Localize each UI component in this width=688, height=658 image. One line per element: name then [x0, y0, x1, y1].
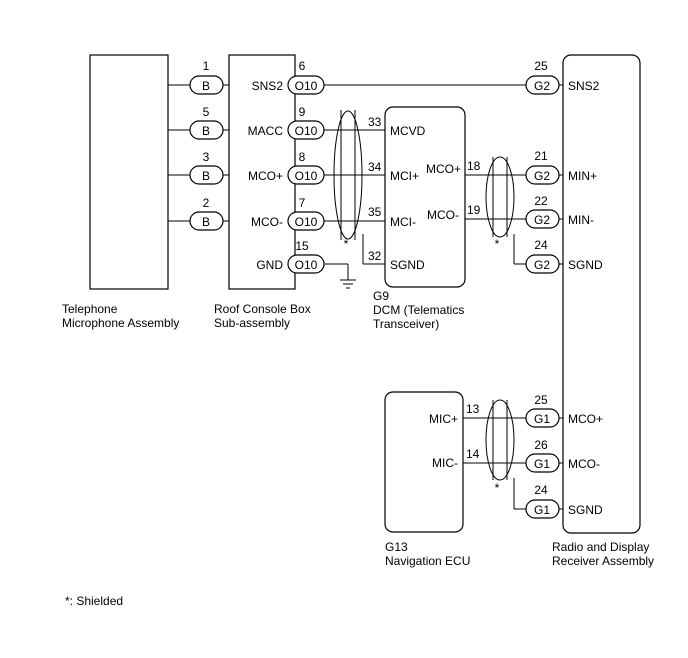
terminal-label: MCI+	[390, 169, 419, 183]
shield-marker: *	[495, 481, 500, 495]
dcm-name: Transceiver)	[373, 317, 439, 331]
telephone-mic-box	[89, 54, 169, 290]
shield-marker: *	[495, 237, 500, 251]
pin-number: 3	[203, 150, 210, 164]
connector-label: O10	[295, 215, 318, 229]
pin-number: 35	[368, 205, 382, 219]
terminal-label: SGND	[568, 258, 603, 272]
terminal-label: SGND	[568, 503, 603, 517]
pin-number: 14	[466, 447, 480, 461]
radio-name: Radio and Display	[552, 540, 649, 554]
terminal-label: GND	[256, 258, 283, 272]
pin-number: 5	[203, 105, 210, 119]
pin-number: 32	[368, 249, 382, 263]
telephone-mic-name: Microphone Assembly	[62, 316, 179, 330]
terminal-label: MIN-	[568, 213, 594, 227]
pin-number: 2	[203, 196, 210, 210]
connector-label: B	[202, 79, 210, 93]
terminal-label: SGND	[390, 258, 425, 272]
terminal-label: MACC	[248, 124, 284, 138]
connector-label: B	[202, 215, 210, 229]
pin-number: 22	[534, 194, 548, 208]
pin-number: 33	[368, 115, 382, 129]
terminal-label: MCO+	[568, 412, 603, 426]
wires	[168, 84, 563, 510]
pin-number: 21	[534, 149, 548, 163]
connector-label: G2	[534, 258, 550, 272]
connector-label: G2	[534, 213, 550, 227]
terminal-label: MCO-	[251, 215, 283, 229]
shield-1	[333, 110, 363, 240]
terminal-label: MCO+	[426, 162, 461, 176]
connector-label: O10	[295, 169, 318, 183]
terminal-label: MIC-	[432, 456, 458, 470]
component-names: Telephone Microphone Assembly Roof Conso…	[62, 289, 654, 568]
pin-number: 6	[299, 59, 306, 73]
roof-console-name: Sub-assembly	[214, 316, 290, 330]
connector-label: B	[202, 169, 210, 183]
dcm-box	[384, 106, 466, 288]
terminal-label: MIC+	[429, 412, 458, 426]
roof-console-box	[228, 54, 296, 290]
pin-number: 13	[466, 402, 480, 416]
pin-number: 18	[467, 159, 481, 173]
shield-3	[485, 399, 515, 481]
pin-number: 7	[299, 196, 306, 210]
shield-marker: *	[344, 237, 349, 251]
pin-number: 34	[368, 160, 382, 174]
pin-number: 26	[534, 438, 548, 452]
pin-number: 24	[534, 238, 548, 252]
nav-ecu-code: G13	[385, 540, 408, 554]
connector-label: G1	[534, 457, 550, 471]
connector-label: G1	[534, 503, 550, 517]
terminal-label: MCVD	[390, 124, 426, 138]
pin-number: 8	[299, 150, 306, 164]
pin-number: 24	[534, 483, 548, 497]
terminal-label: MIN+	[568, 169, 597, 183]
terminal-label: SNS2	[568, 79, 600, 93]
radio-box	[562, 54, 641, 534]
terminal-label: MCO+	[248, 169, 283, 183]
dcm-name: DCM (Telematics	[373, 303, 464, 317]
pin-number: 25	[534, 393, 548, 407]
shields: * * *	[333, 110, 515, 495]
pin-number: 1	[203, 59, 210, 73]
terminal-label: MCI-	[390, 215, 416, 229]
terminal-label: MCO-	[568, 457, 600, 471]
nav-ecu-name: Navigation ECU	[385, 554, 470, 568]
connector-label: O10	[295, 124, 318, 138]
shield-2	[485, 156, 515, 238]
pin-number: 15	[295, 239, 309, 253]
connector-label: G1	[534, 412, 550, 426]
connector-label: O10	[295, 79, 318, 93]
nav-pins: MIC+ 13 MIC- 14	[429, 402, 480, 470]
connector-label: G2	[534, 169, 550, 183]
dcm-code: G9	[373, 289, 389, 303]
dcm-pins: 33 MCVD 34 MCI+ 35 MCI- 32 SGND MCO+ 18 …	[368, 115, 481, 272]
footnote: *: Shielded	[65, 594, 123, 608]
terminal-label: MCO-	[427, 208, 459, 222]
pin-number: 25	[534, 59, 548, 73]
nav-ecu-box	[384, 391, 464, 533]
pin-number: 19	[467, 203, 481, 217]
terminal-label: SNS2	[252, 79, 284, 93]
roof-console-name: Roof Console Box	[214, 302, 311, 316]
connector-label: O10	[295, 258, 318, 272]
radio-connectors: G2 25 SNS2 G2 21 MIN+ G2 22 MIN- G2 24 S…	[525, 59, 603, 519]
connector-label: B	[202, 124, 210, 138]
telephone-mic-name: Telephone	[62, 302, 118, 316]
pin-number: 9	[299, 105, 306, 119]
tel-connectors: B 1 B 5 B 3 B 2	[189, 59, 224, 231]
roof-connectors: SNS2 O10 6 MACC O10 9 MCO+ O10 8 MCO- O1…	[248, 59, 325, 274]
radio-name: Receiver Assembly	[552, 554, 654, 568]
connector-label: G2	[534, 79, 550, 93]
